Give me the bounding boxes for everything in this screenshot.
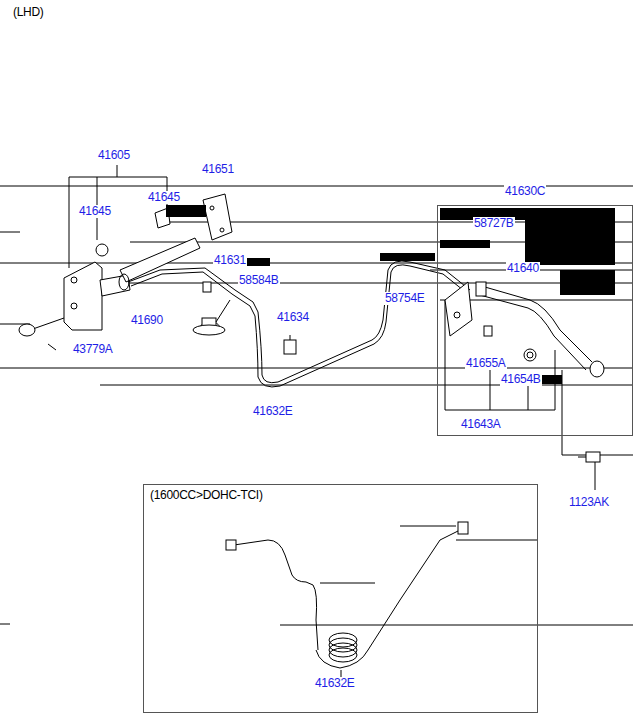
callout-number: 41690	[130, 314, 164, 327]
callout-number: 41634	[276, 311, 310, 324]
callout-number: 41654B	[500, 373, 542, 386]
callout-number: 58727B	[473, 217, 515, 230]
callout-number: 41632E	[252, 405, 294, 418]
callout-number: 41645	[78, 205, 112, 218]
callout-number: 41651	[201, 163, 235, 176]
variant-note: (LHD)	[12, 6, 45, 19]
callout-number: 41643A	[460, 418, 502, 431]
callout-number: 58584B	[238, 274, 280, 287]
callout-number: 41632E	[314, 677, 356, 690]
callout-number: 41640	[506, 262, 540, 275]
callout-number: 58754E	[384, 292, 426, 305]
callout-number: 41655A	[465, 357, 507, 370]
callout-number: 41645	[147, 191, 181, 204]
variant-inset-box: (1600CC>DOHC-TCI) 41632E	[143, 484, 538, 713]
callout-number: 41631	[213, 254, 247, 267]
callout-number: 43779A	[72, 343, 114, 356]
group-heading: 41630C	[504, 185, 546, 198]
group-heading: (1600CC>DOHC-TCI)	[149, 489, 264, 502]
callout-number: 41605	[97, 149, 131, 162]
group-frame: 41630C	[437, 205, 633, 436]
callout-number: 1123AK	[568, 496, 610, 509]
